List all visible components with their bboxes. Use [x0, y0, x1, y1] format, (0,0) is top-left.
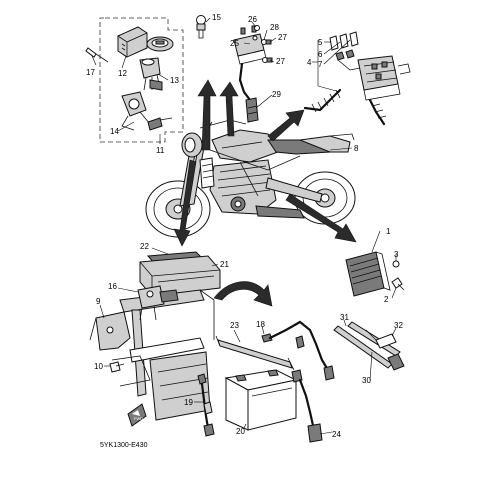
- fuel-cap: [146, 36, 174, 52]
- motorcycle-8: [145, 119, 356, 238]
- callout-11: 11: [156, 146, 165, 155]
- positive-lead-19: [197, 373, 215, 437]
- arrow-to-rectifier: [285, 193, 357, 243]
- callout-16: 16: [108, 282, 117, 291]
- callout-31: 31: [340, 313, 349, 322]
- callout-13: 13: [170, 76, 179, 85]
- bracket-9: [89, 311, 131, 351]
- battery-20: [224, 369, 298, 431]
- callout-28: 28: [270, 23, 279, 32]
- svg-text:FWD: FWD: [134, 416, 143, 421]
- arrow-to-fuse-box: [267, 109, 305, 142]
- key-15: [196, 15, 206, 39]
- callout-4: 4: [307, 58, 312, 67]
- callout-14: 14: [110, 127, 119, 136]
- forward-direction-icon: FWD: [127, 403, 147, 427]
- callout-5: 5: [318, 38, 323, 47]
- callout-12: 12: [118, 69, 127, 78]
- bolt-17: [85, 47, 109, 63]
- callout-8: 8: [354, 144, 359, 153]
- ignition-coil-25: [233, 25, 267, 123]
- rectifier-regulator-1: [345, 251, 405, 297]
- battery-band-23: [215, 335, 295, 371]
- seat-lock-14: [121, 91, 173, 131]
- callout-29: 29: [272, 90, 281, 99]
- diagram-code: 5YK1300-E430: [100, 442, 148, 449]
- plug-cap-29: [245, 97, 259, 123]
- callout-9: 9: [96, 297, 101, 306]
- callout-labels: 1 2 3 4 5 6 7 8 9 10 11 12 13 14 15 16 1…: [86, 13, 403, 439]
- callout-19: 19: [184, 398, 193, 407]
- ignition-lock-group: [85, 17, 184, 143]
- callout-26: 26: [248, 15, 257, 24]
- indicator-arrows: [173, 79, 357, 307]
- callout-27-upper: 27: [278, 33, 287, 42]
- callout-27-lower: 27: [276, 57, 285, 66]
- callout-2: 2: [384, 295, 389, 304]
- callout-6: 6: [318, 50, 323, 59]
- cable-ties-30-32: [333, 321, 405, 371]
- callout-30: 30: [362, 376, 371, 385]
- callout-3: 3: [394, 250, 399, 259]
- callout-17: 17: [86, 68, 95, 77]
- immobilizer-unit-12: [117, 26, 148, 58]
- arrow-to-battery-box: [173, 159, 197, 247]
- leader-lines: [91, 17, 397, 435]
- callout-21: 21: [220, 260, 229, 269]
- callout-10: 10: [94, 362, 103, 371]
- callout-15: 15: [212, 13, 221, 22]
- arrow-to-coil: [219, 81, 239, 137]
- collar-3: [392, 260, 400, 268]
- callout-25: 25: [230, 39, 239, 48]
- arrow-to-battery: [213, 281, 273, 307]
- starter-relay-16: [137, 285, 179, 321]
- main-switch-13: [139, 57, 163, 91]
- callout-32: 32: [394, 321, 403, 330]
- callout-24: 24: [332, 430, 341, 439]
- screws-26-27-28: [254, 25, 273, 63]
- group-11-dashed-outline: [99, 17, 184, 143]
- lead-24: [291, 369, 323, 443]
- arrow-to-group-11: [197, 79, 217, 151]
- frame-section: [111, 289, 215, 421]
- callout-1: 1: [386, 227, 391, 236]
- callout-22: 22: [140, 242, 149, 251]
- bolt-10: [109, 361, 125, 373]
- callout-20: 20: [236, 427, 245, 436]
- fuse-box-4: [303, 31, 411, 126]
- callout-18: 18: [256, 320, 265, 329]
- callout-7: 7: [318, 60, 323, 69]
- callout-23: 23: [230, 321, 239, 330]
- negative-lead-18: [261, 320, 335, 381]
